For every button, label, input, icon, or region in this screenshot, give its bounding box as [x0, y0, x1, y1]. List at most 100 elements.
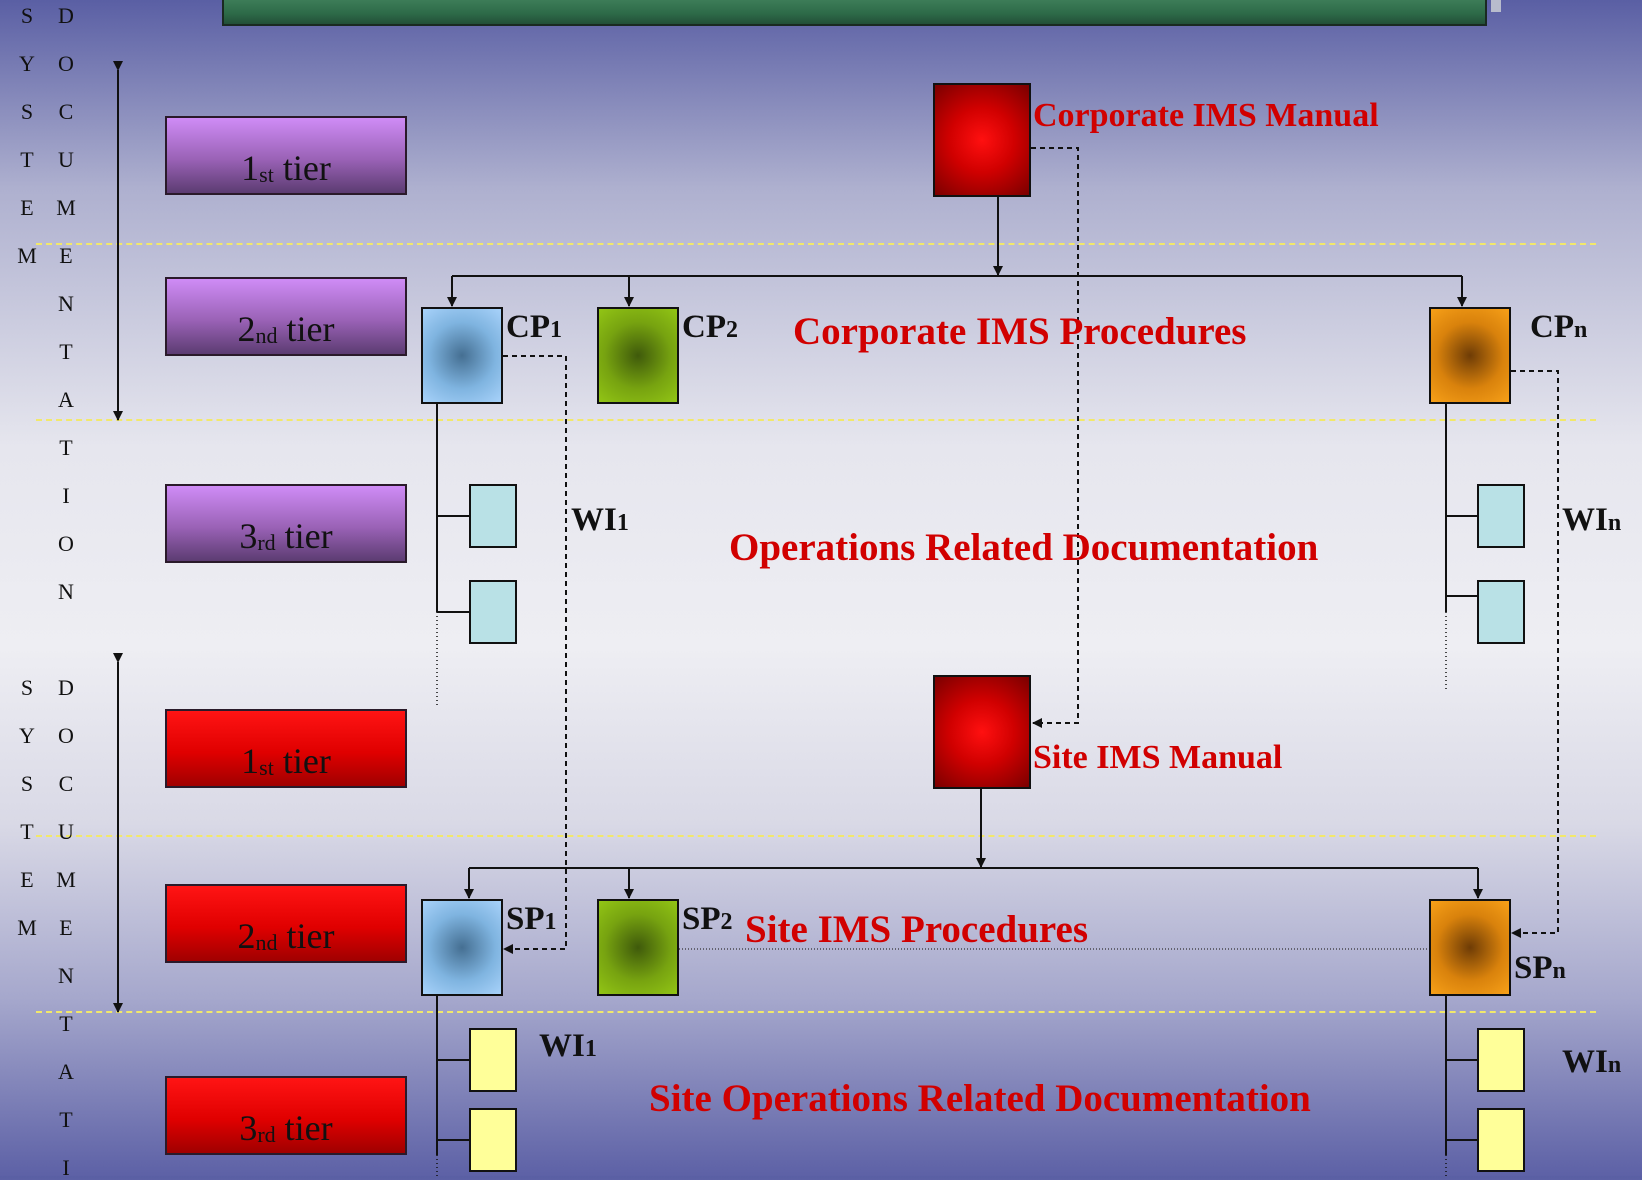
code-sub: n — [1607, 1052, 1622, 1078]
side-letter: U — [58, 819, 74, 844]
code-main: SP — [1514, 950, 1553, 986]
code-sub: 1 — [616, 510, 629, 536]
side-letter: I — [62, 1155, 70, 1180]
code-main: WI — [1562, 1044, 1608, 1080]
side-letter: D — [58, 3, 74, 28]
side-letter: U — [58, 147, 74, 172]
tier-ordinal: 1 — [241, 741, 260, 781]
side-letter: S — [20, 3, 34, 28]
code-main: CP — [682, 309, 726, 345]
work-instruction-doc — [469, 1028, 517, 1092]
side-letter: Y — [19, 723, 35, 748]
code-sub: 1 — [550, 317, 562, 343]
side-letter: D — [58, 675, 74, 700]
win-top-code: WIn — [1562, 502, 1621, 539]
tier-ordinal: 3 — [239, 1108, 258, 1148]
side-letter: S — [20, 771, 34, 796]
tier-word: tier — [284, 1108, 333, 1148]
operations-documentation-label: Operations Related Documentation — [729, 526, 1319, 569]
spn-code: SPn — [1514, 950, 1566, 987]
code-main: SP — [682, 901, 721, 937]
win-bottom-code: WIn — [1562, 1044, 1621, 1081]
tier-word: tier — [284, 516, 333, 556]
side-letter: O — [58, 51, 74, 76]
code-sub: 1 — [584, 1036, 597, 1062]
sp1-code: SP1 — [506, 901, 557, 938]
side-letter: C — [58, 99, 74, 124]
sp2-code: SP2 — [682, 901, 733, 938]
work-instruction-doc — [469, 580, 517, 644]
tier-ordinal-suffix: nd — [255, 930, 278, 955]
work-instruction-doc — [1477, 484, 1525, 548]
side-letter: E — [20, 867, 34, 892]
side-letter: S — [20, 675, 34, 700]
code-main: CP — [1530, 309, 1574, 345]
tier-ordinal: 3 — [239, 516, 258, 556]
side-letter: T — [59, 435, 73, 460]
site-manual-label: Site IMS Manual — [1033, 739, 1283, 776]
tier-word: tier — [286, 309, 335, 349]
tier-word: tier — [282, 741, 331, 781]
work-instruction-doc — [1477, 1028, 1525, 1092]
side-letter: I — [62, 483, 70, 508]
sp2-doc — [597, 899, 679, 996]
code-main: WI — [539, 1028, 585, 1064]
code-main: CP — [506, 309, 550, 345]
side-letter: E — [59, 243, 73, 268]
cp1-doc — [421, 307, 503, 404]
side-letter: E — [20, 195, 34, 220]
sp1-doc — [421, 899, 503, 996]
side-letter: M — [17, 243, 37, 268]
site-manual-doc — [933, 675, 1031, 789]
code-sub: n — [1574, 317, 1588, 343]
side-letter: C — [58, 771, 74, 796]
side-letter: T — [20, 819, 34, 844]
code-main: WI — [1562, 502, 1608, 538]
cp1-code: CP1 — [506, 309, 562, 346]
corporate-manual-label: Corporate IMS Manual — [1033, 97, 1379, 134]
work-instruction-doc — [1477, 580, 1525, 644]
tier-ordinal-suffix: st — [259, 162, 274, 187]
side-letter: T — [59, 1011, 73, 1036]
side-letter: O — [58, 723, 74, 748]
tier-ordinal-suffix: nd — [255, 323, 278, 348]
side-letter: E — [59, 915, 73, 940]
side-letter: N — [58, 291, 74, 316]
cp2-doc — [597, 307, 679, 404]
tier-divider — [36, 1011, 1596, 1013]
code-main: SP — [506, 901, 545, 937]
code-sub: 1 — [544, 909, 557, 935]
side-letter: S — [20, 99, 34, 124]
tier-ordinal-suffix: st — [259, 755, 274, 780]
tier-ordinal: 2 — [237, 309, 256, 349]
tier-divider — [36, 835, 1596, 837]
side-letter: M — [56, 867, 76, 892]
side-letter: A — [58, 1059, 74, 1084]
side-letter: T — [20, 147, 34, 172]
tier-ordinal: 2 — [237, 916, 256, 956]
work-instruction-doc — [1477, 1108, 1525, 1172]
code-sub: n — [1607, 510, 1622, 536]
spn-doc — [1429, 899, 1511, 996]
side-letter: M — [17, 915, 37, 940]
wi1-top-code: WI1 — [571, 502, 629, 539]
side-letter: N — [58, 963, 74, 988]
code-sub: 2 — [726, 317, 738, 343]
cpn-code: CPn — [1530, 309, 1587, 346]
header-banner-image — [222, 0, 1501, 26]
side-letter: M — [56, 195, 76, 220]
corporate-procedures-label: Corporate IMS Procedures — [793, 310, 1247, 353]
tier-ordinal: 1 — [241, 148, 260, 188]
tier-divider — [36, 419, 1596, 421]
tier-word: tier — [286, 916, 335, 956]
side-letter: O — [58, 531, 74, 556]
code-sub: n — [1552, 958, 1566, 984]
tier-ordinal-suffix: rd — [257, 1122, 276, 1147]
tier-divider — [36, 243, 1596, 245]
work-instruction-doc — [469, 1108, 517, 1172]
site-procedures-label: Site IMS Procedures — [745, 908, 1089, 951]
